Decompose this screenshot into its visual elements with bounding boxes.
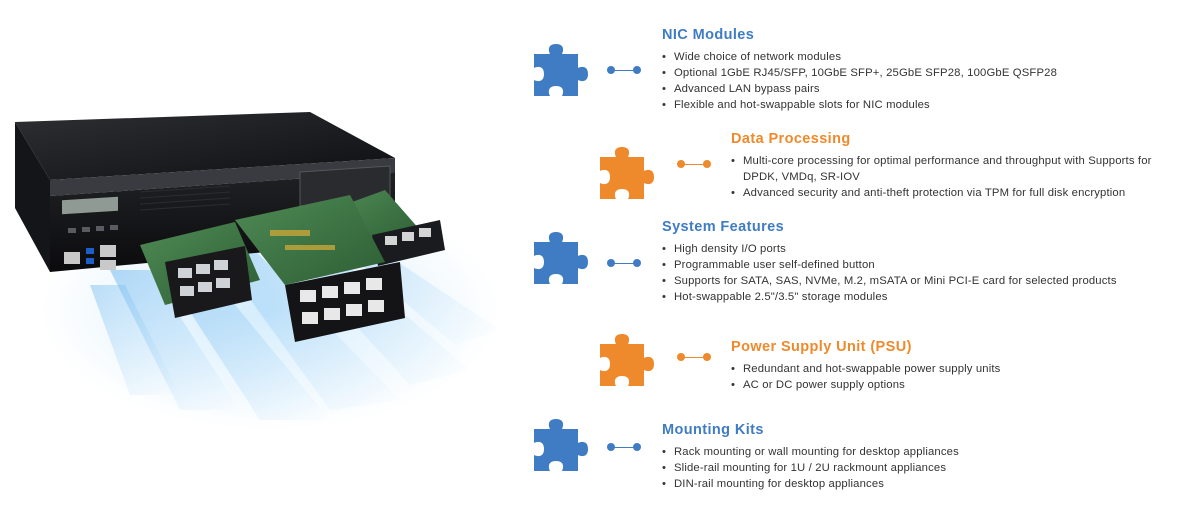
feature-bullets: Multi-core processing for optimal perfor… — [731, 153, 1188, 201]
feature-text: Data ProcessingMulti-core processing for… — [731, 132, 1188, 201]
nic-module-sfp — [140, 222, 260, 318]
feature-bullet: Flexible and hot-swappable slots for NIC… — [662, 97, 1188, 113]
connector-line — [677, 160, 711, 168]
connector-line — [607, 443, 641, 451]
feature-text: System FeaturesHigh density I/O portsPro… — [662, 220, 1188, 305]
feature-bullet: DIN-rail mounting for desktop appliances — [662, 476, 1188, 492]
feature-bullet: Optional 1GbE RJ45/SFP, 10GbE SFP+, 25Gb… — [662, 65, 1188, 81]
nic-module-rj45 — [235, 195, 405, 342]
feature-text: Power Supply Unit (PSU) Redundant and hot… — [731, 340, 1188, 393]
puzzle-piece-icon — [528, 228, 590, 290]
feature-title: System Features — [662, 219, 785, 235]
feature-bullet: Programmable user self-defined button — [662, 257, 1188, 273]
feature-title: Power Supply Unit (PSU) — [731, 339, 912, 355]
feature-bullet: Slide-rail mounting for 1U / 2U rackmoun… — [662, 460, 1188, 476]
feature-text: NIC ModulesWide choice of network module… — [662, 28, 1188, 113]
feature-bullet: Redundant and hot-swappable power supply… — [731, 361, 1188, 377]
feature-bullet: High density I/O ports — [662, 241, 1188, 257]
network-appliance-illustration — [15, 112, 500, 430]
connector-line — [677, 353, 711, 361]
feature-title: Data Processing — [731, 131, 851, 147]
feature-bullets: High density I/O portsProgrammable user … — [662, 241, 1188, 305]
feature-bullet: Advanced LAN bypass pairs — [662, 81, 1188, 97]
puzzle-piece-icon — [528, 415, 590, 477]
feature-bullet: Wide choice of network modules — [662, 49, 1188, 65]
feature-bullet: Multi-core processing for optimal perfor… — [731, 153, 1188, 185]
puzzle-piece-icon — [528, 40, 590, 102]
puzzle-piece-icon — [594, 330, 656, 392]
feature-title: NIC Modules — [662, 27, 755, 43]
connector-line — [607, 66, 641, 74]
feature-bullet: Supports for SATA, SAS, NVMe, M.2, mSATA… — [662, 273, 1188, 289]
feature-bullet: AC or DC power supply options — [731, 377, 1188, 393]
feature-bullets: Redundant and hot-swappable power supply… — [731, 361, 1188, 393]
feature-bullets: Rack mounting or wall mounting for deskt… — [662, 444, 1188, 492]
feature-bullet: Advanced security and anti-theft protect… — [731, 185, 1188, 201]
connector-line — [607, 259, 641, 267]
feature-bullets: Wide choice of network modulesOptional 1… — [662, 49, 1188, 113]
feature-text: Mounting KitsRack mounting or wall mount… — [662, 423, 1188, 492]
feature-title: Mounting Kits — [662, 422, 764, 438]
feature-bullet: Hot-swappable 2.5"/3.5" storage modules — [662, 289, 1188, 305]
feature-bullet: Rack mounting or wall mounting for deskt… — [662, 444, 1188, 460]
puzzle-piece-icon — [594, 143, 656, 205]
